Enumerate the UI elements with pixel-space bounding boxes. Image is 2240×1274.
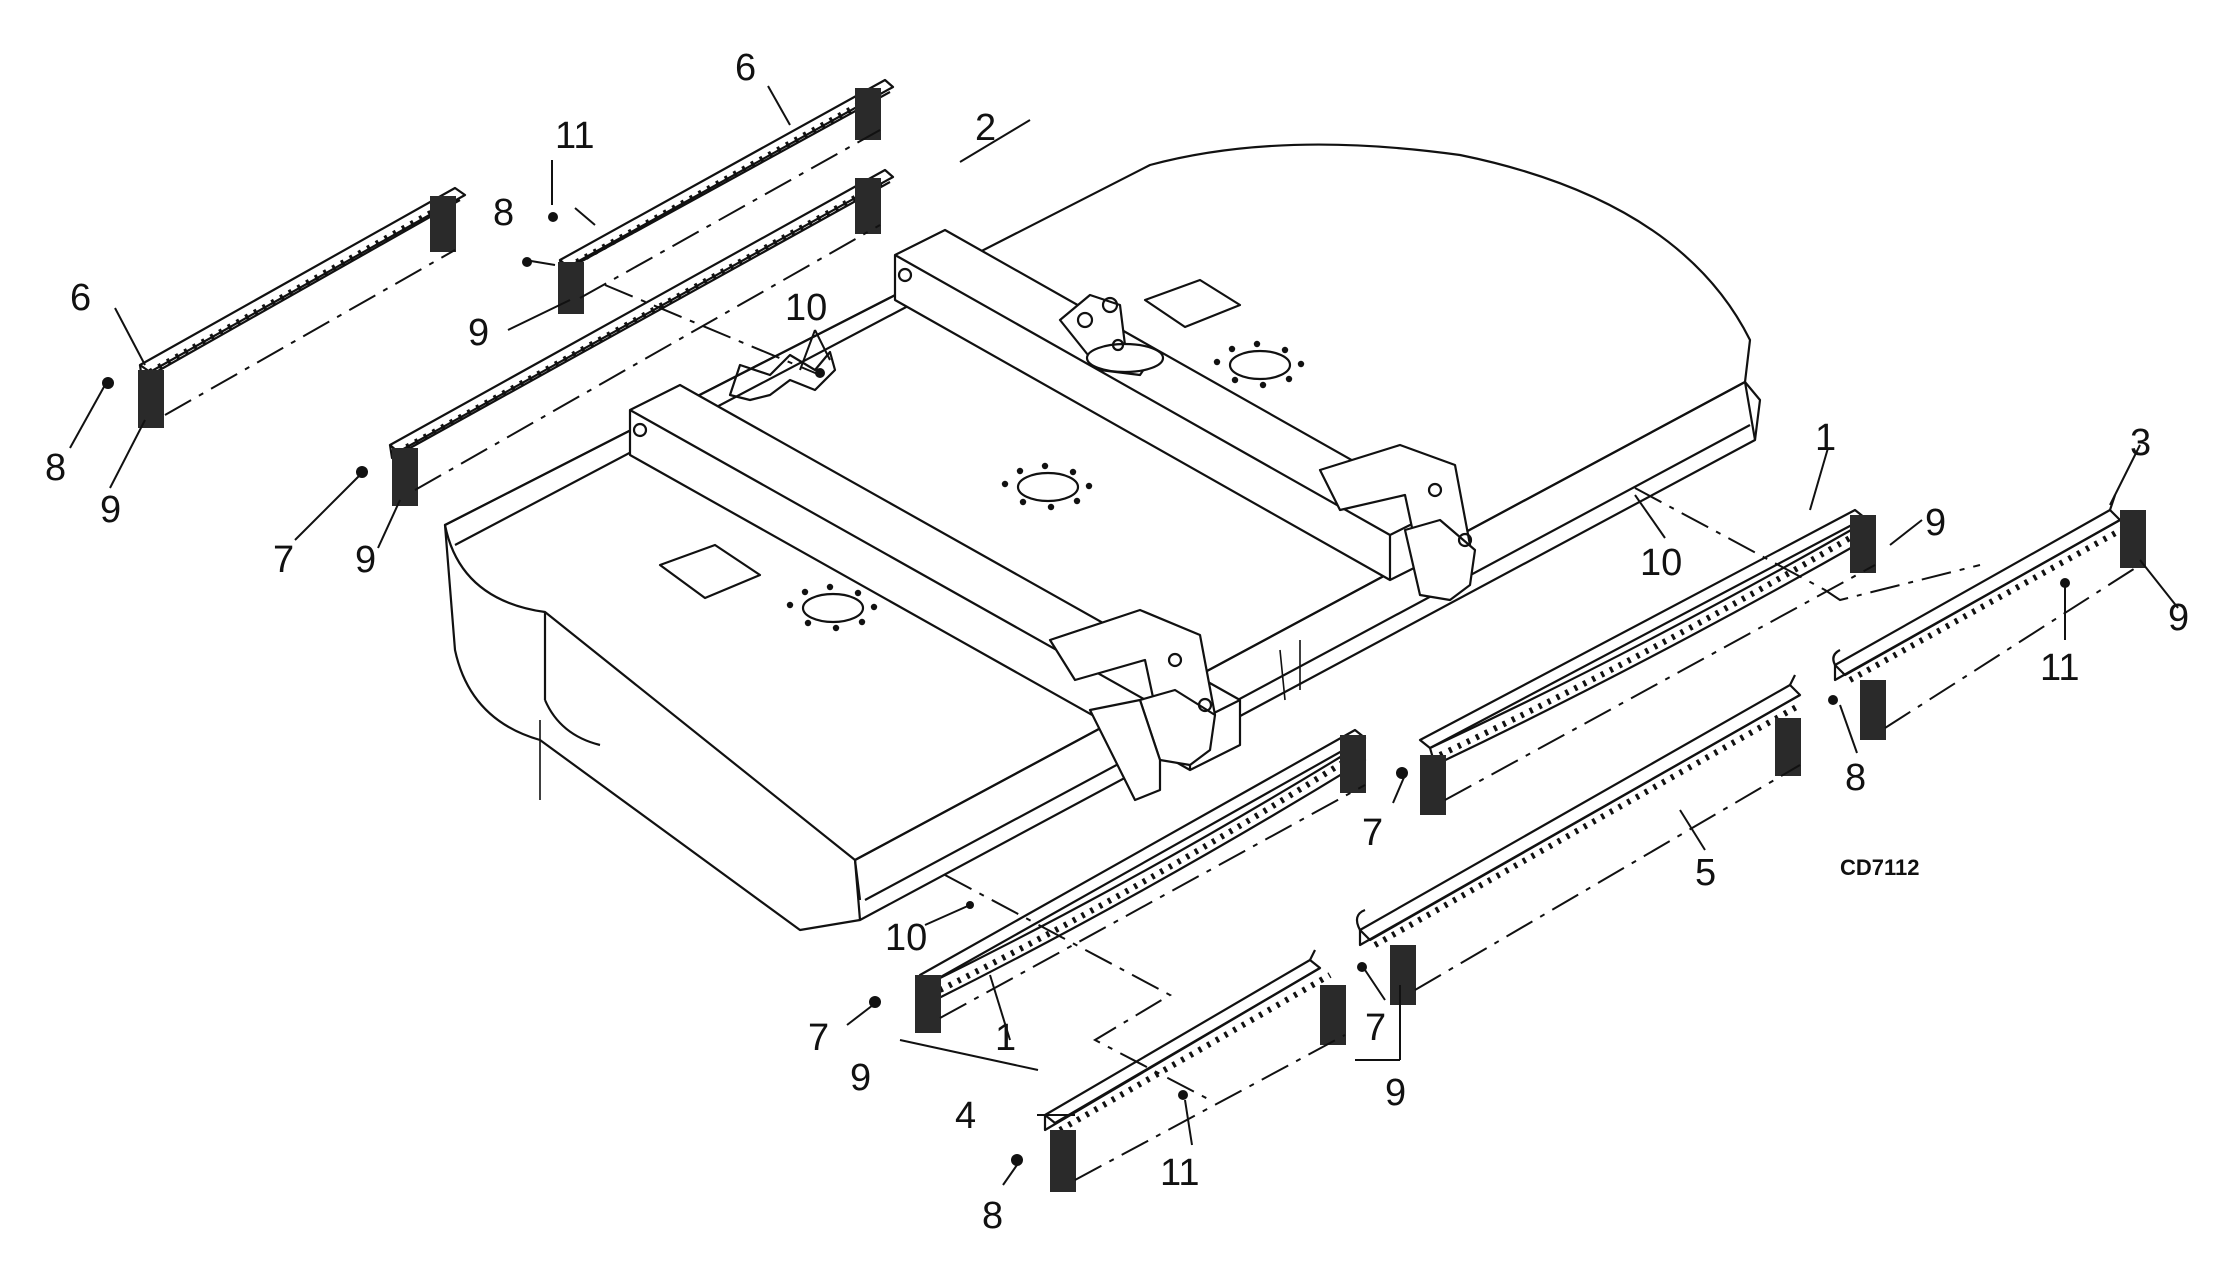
callout-6-left: 6: [70, 277, 91, 319]
assembly-lines: [164, 129, 2141, 1181]
callout-3: 3: [2130, 422, 2151, 464]
hardware: [102, 212, 2070, 1166]
callout-7-lower: 7: [808, 1017, 829, 1059]
deck-lower-edge: [543, 381, 1757, 921]
deck-rear-notch: [728, 350, 837, 402]
callout-11-bottom: 11: [1160, 1152, 1199, 1194]
callout-7-rear: 7: [273, 539, 294, 581]
left-cross-beam: [628, 383, 1242, 802]
leader-lines: [69, 85, 2179, 1186]
callout-7-bottom: 7: [1365, 1007, 1386, 1049]
callout-labels: 6 11 2 8 9 6 8 9 10 7 9 1 3 9 10 9 11 7 …: [45, 47, 2189, 1237]
callout-9-upper: 9: [468, 312, 489, 354]
front-shield-1-right: [1418, 508, 1876, 815]
callout-10-rear: 10: [785, 287, 827, 329]
center-hitch-bracket: [1058, 293, 1165, 377]
callout-8-right: 8: [1845, 757, 1866, 799]
access-plate-left: [658, 543, 762, 600]
callout-11-right: 11: [2040, 647, 2079, 689]
callout-5: 5: [1695, 852, 1716, 894]
callout-11-upper: 11: [555, 115, 594, 157]
callout-9-far-right: 9: [2168, 597, 2189, 639]
callout-10-front: 10: [1640, 542, 1682, 584]
right-cross-beam: [893, 228, 1477, 602]
spindle-openings: [786, 340, 1305, 632]
drawing-code: CD7112: [1840, 855, 1920, 880]
front-shield-5: [1355, 674, 1802, 1005]
rear-shield-2: [388, 168, 895, 506]
rear-shield-upper: [558, 78, 895, 314]
callout-9-left: 9: [100, 489, 121, 531]
access-plate-right: [1143, 278, 1242, 329]
front-shield-1-left: [915, 728, 1367, 1033]
deck-front-rail: [853, 381, 1751, 901]
callout-8-left: 8: [45, 447, 66, 489]
callout-2: 2: [975, 107, 996, 149]
callout-4: 4: [955, 1095, 976, 1137]
callout-10-lower: 10: [885, 917, 927, 959]
front-shield-3: [1832, 494, 2146, 740]
callout-8-upper: 8: [493, 192, 514, 234]
callout-1-right: 1: [1815, 417, 1836, 459]
rear-shield-left: [138, 186, 467, 428]
callout-9-bottom: 9: [1385, 1072, 1406, 1114]
front-shield-4: [1043, 949, 1346, 1192]
deck-top: [443, 143, 1752, 862]
mower-deck: [443, 143, 1762, 932]
callout-9-rear: 9: [355, 539, 376, 581]
callout-8-bottom: 8: [982, 1195, 1003, 1237]
callout-9-mid: 9: [1925, 502, 1946, 544]
callout-9-lower: 9: [850, 1057, 871, 1099]
callout-1-lower: 1: [995, 1017, 1016, 1059]
callout-6-upper: 6: [735, 47, 756, 89]
callout-7-mid: 7: [1362, 812, 1383, 854]
